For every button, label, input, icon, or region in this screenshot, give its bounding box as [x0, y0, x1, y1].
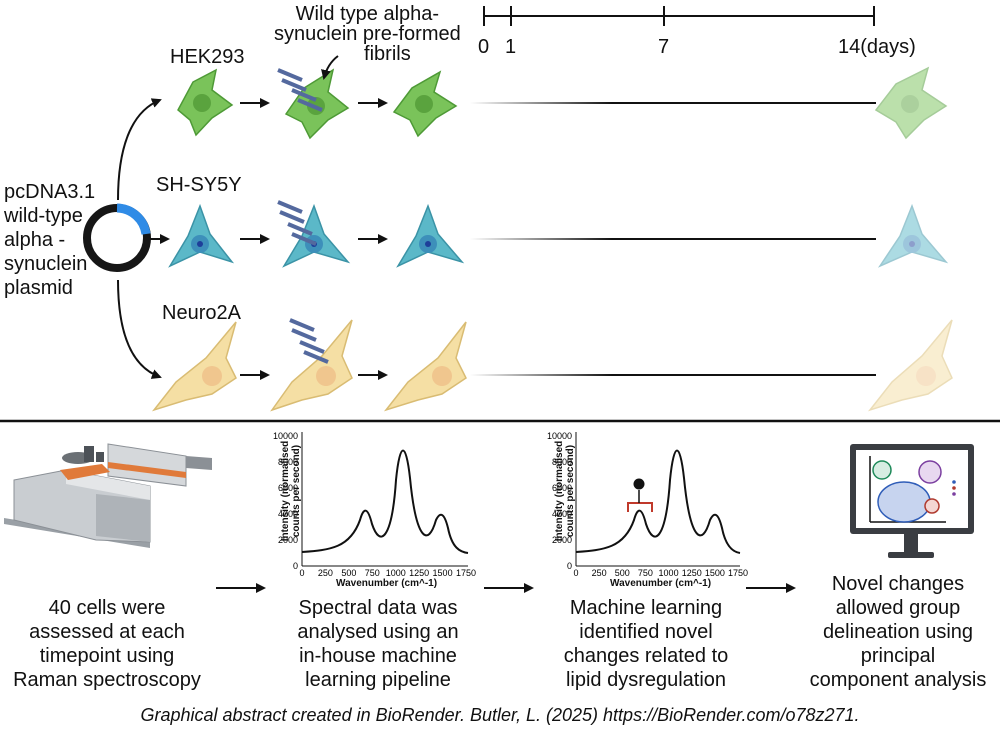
raman-spectrometer-icon	[4, 443, 212, 548]
neuro2a-cell-treated-icon	[270, 319, 353, 412]
cell-line-label-hek293: HEK293	[170, 46, 245, 68]
x-tick-label: 250	[318, 568, 333, 578]
x-tick-label: 1500	[705, 568, 725, 578]
spectrum-2-ylabel: Intensity (normalised counts per second)	[554, 440, 576, 542]
y-tick-label: 8000	[552, 457, 572, 467]
x-tick-label: 1750	[728, 568, 748, 578]
y-tick-label: 4000	[278, 509, 298, 519]
x-tick-label: 1500	[433, 568, 453, 578]
lipid-marker-icon	[627, 478, 653, 512]
pff-label: Wild type alpha- synuclein pre-formed fi…	[274, 3, 461, 65]
plasmid-icon	[83, 203, 151, 272]
x-tick-label: 1250	[409, 568, 429, 578]
y-tick-label: 8000	[278, 457, 298, 467]
x-tick-label: 750	[638, 568, 653, 578]
y-tick-label: 10000	[273, 431, 298, 441]
x-tick-label: 1000	[659, 568, 679, 578]
arrow-to-hek293	[117, 98, 162, 201]
spectrum-1-xlabel: Wavenumber (cm^-1)	[336, 578, 438, 589]
y-tick-label: 2000	[278, 535, 298, 545]
shsy5y-cell-day14-icon	[877, 203, 949, 268]
x-tick-label: 1750	[456, 568, 476, 578]
workflow-step-1-caption: 40 cells were assessed at each timepoint…	[13, 597, 201, 691]
neuro2a-cell-icon	[151, 321, 237, 412]
y-tick-label: 4000	[552, 509, 572, 519]
neuro2a-row	[151, 318, 953, 412]
plasmid-label: pcDNA3.1 wild-type alpha - synuclein pla…	[4, 181, 96, 299]
y-tick-label: 6000	[552, 483, 572, 493]
cell-line-label-neuro2a: Neuro2A	[162, 302, 241, 324]
timeline	[483, 6, 875, 26]
spectrum-curve	[575, 449, 741, 554]
spectrum-2-xlabel: Wavenumber (cm^-1)	[610, 578, 712, 589]
timeline-tick-0: 0	[478, 36, 490, 58]
neuro2a-cell-day1-icon	[383, 321, 467, 412]
footer-credit: Graphical abstract created in BioRender.…	[140, 705, 860, 725]
y-tick-label: 10000	[547, 431, 572, 441]
fibrils-icon	[289, 318, 329, 364]
pff-callout-arrow	[321, 55, 339, 80]
arrow-to-neuro2a	[117, 279, 162, 379]
hek293-row	[177, 55, 948, 140]
y-tick-label: 0	[567, 561, 572, 571]
timeline-tick-7: 7	[658, 36, 670, 58]
x-tick-label: 1000	[386, 568, 406, 578]
y-tick-label: 2000	[552, 535, 572, 545]
x-tick-label: 500	[615, 568, 630, 578]
fibrils-icon	[277, 68, 323, 112]
timeline-tick-1: 1	[505, 36, 517, 58]
x-tick-label: 0	[299, 568, 304, 578]
x-tick-label: 250	[592, 568, 607, 578]
x-tick-label: 1250	[682, 568, 702, 578]
cell-line-label-shsy5y: SH-SY5Y	[156, 174, 242, 196]
workflow-step-3-caption: Machine learning identified novel change…	[563, 597, 729, 691]
timeline-tick-14: 14(days)	[838, 36, 916, 58]
y-tick-label: 0	[293, 561, 298, 571]
pca-monitor-icon	[850, 444, 974, 558]
x-tick-label: 750	[365, 568, 380, 578]
shsy5y-row	[168, 200, 949, 268]
workflow-step-2-caption: Spectral data was analysed using an in-h…	[297, 597, 459, 691]
spectrum-curve	[301, 449, 469, 554]
fibrils-icon	[277, 200, 317, 246]
x-tick-label: 0	[573, 568, 578, 578]
x-tick-label: 500	[341, 568, 356, 578]
workflow-step-4-caption: Novel changes allowed group delineation …	[809, 573, 987, 691]
hek293-cell-day14-icon	[874, 66, 948, 140]
neuro2a-cell-day14-icon	[867, 319, 953, 412]
y-tick-label: 6000	[278, 483, 298, 493]
spectrum-1-ylabel: Intensity (normalised counts per second)	[280, 440, 302, 542]
